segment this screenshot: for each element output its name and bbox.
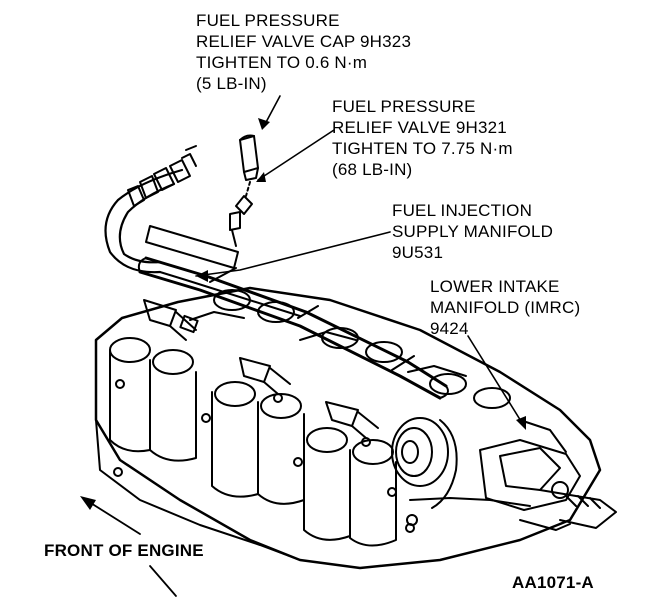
callout-line: MANIFOLD (IMRC) xyxy=(430,298,581,317)
callout-line: RELIEF VALVE 9H321 xyxy=(332,118,507,137)
callout-line: SUPPLY MANIFOLD xyxy=(392,222,554,241)
callout-relief-valve: FUEL PRESSURE RELIEF VALVE 9H321 TIGHTEN… xyxy=(332,96,513,180)
callout-line: FUEL INJECTION xyxy=(392,201,533,220)
leader-lines xyxy=(195,95,525,427)
callout-line: 9424 xyxy=(430,319,469,338)
lower-intake-manifold-body xyxy=(94,286,602,570)
callout-line: 9U531 xyxy=(392,243,444,262)
fuel-pressure-relief-valve xyxy=(229,134,259,247)
callout-line: FUEL PRESSURE xyxy=(332,97,476,116)
callout-supply-manifold: FUEL INJECTION SUPPLY MANIFOLD 9U531 xyxy=(392,200,553,263)
fuel-injectors xyxy=(143,299,379,447)
callout-relief-valve-cap: FUEL PRESSURE RELIEF VALVE CAP 9H323 TIG… xyxy=(196,10,411,94)
callout-line: (68 LB-IN) xyxy=(332,160,413,179)
fuel-lines xyxy=(104,145,301,317)
fuel-pressure-regulator xyxy=(391,417,458,509)
callout-line: RELIEF VALVE CAP 9H323 xyxy=(196,32,412,51)
callout-line: TIGHTEN TO 0.6 N·m xyxy=(196,53,368,72)
front-of-engine-label: FRONT OF ENGINE xyxy=(44,541,204,560)
front-of-engine-arrows xyxy=(80,496,177,597)
callout-lower-intake-manifold: LOWER INTAKE MANIFOLD (IMRC) 9424 xyxy=(430,276,580,339)
leader-arrowheads xyxy=(196,118,526,430)
callout-line: FUEL PRESSURE xyxy=(196,11,340,30)
callout-line: (5 LB-IN) xyxy=(196,74,267,93)
figure-code: AA1071-A xyxy=(512,573,594,592)
imrc-actuator xyxy=(406,439,617,531)
callout-line: LOWER INTAKE xyxy=(430,277,560,296)
fuel-injection-supply-manifold xyxy=(137,225,449,400)
callout-line: TIGHTEN TO 7.75 N·m xyxy=(332,139,513,158)
